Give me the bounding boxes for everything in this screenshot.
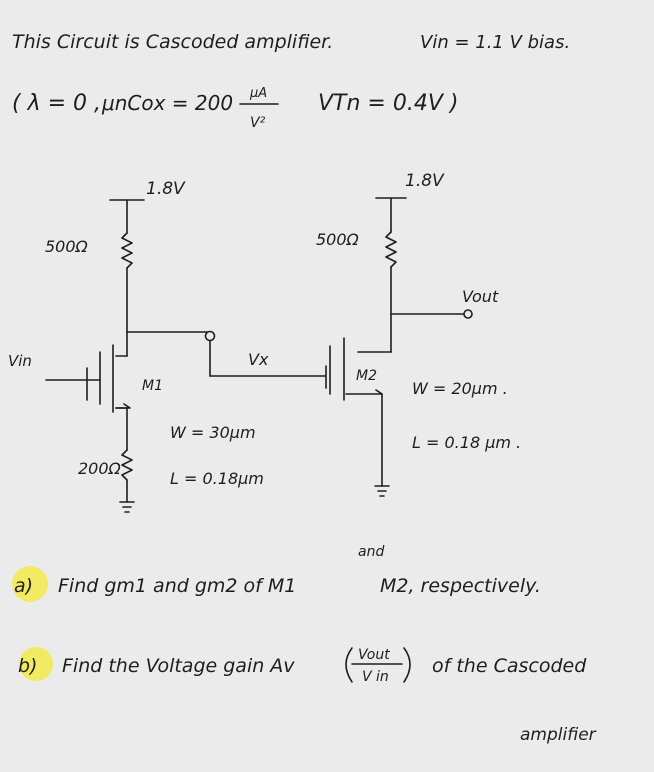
m2-source-arrow (345, 389, 383, 395)
m2-length: L = 0.18 μm . (412, 433, 521, 452)
m1-length: L = 0.18μm (170, 469, 264, 488)
mun-unit-numerator: μA (249, 86, 267, 101)
rd2-label: 500Ω (316, 230, 360, 249)
question-b-tail-2: amplifier (520, 725, 597, 745)
vin-label: Vin (8, 352, 32, 370)
vx-node (204, 330, 216, 342)
resistor-rd2 (385, 231, 397, 268)
vout-label: Vout (462, 287, 499, 306)
m2-width: W = 20μm . (412, 379, 508, 398)
gain-numerator: Vout (358, 647, 390, 663)
resistor-rs1 (121, 449, 133, 481)
question-b-text: Find the Voltage gain Av (62, 655, 295, 677)
paren-left (345, 647, 353, 683)
question-a-tail: M2, respectively. (380, 575, 541, 597)
question-a-marker: a) (14, 575, 33, 597)
rs1-label: 200Ω (78, 459, 122, 478)
vx-label: Vx (248, 350, 269, 369)
question-a-and: and (358, 544, 384, 560)
question-b-tail: of the Cascoded (432, 655, 587, 677)
m2-label: M2 (356, 368, 377, 384)
question-a-text: Find gm1 and gm2 of M1 (58, 575, 296, 597)
m1-width: W = 30μm (170, 423, 256, 442)
resistor-rd1 (121, 232, 133, 269)
vout-node (463, 309, 473, 319)
m1-source-arrow (115, 403, 131, 409)
mun-unit-denominator: V² (250, 115, 266, 131)
mun-cox-param: μnCox = 200 (101, 91, 233, 115)
vdd-label-m1: 1.8V (146, 179, 186, 199)
intro-line: This Circuit is Cascoded amplifier. (12, 31, 333, 53)
vdd-label-m2: 1.8V (405, 171, 445, 191)
highlight-a (12, 566, 48, 602)
question-b-marker: b) (18, 655, 37, 677)
paren-right (403, 647, 411, 683)
vtn-param: VTn = 0.4V ) (318, 91, 458, 116)
rd1-label: 500Ω (45, 237, 89, 256)
gain-denominator: V in (362, 669, 389, 685)
lambda-param: ( λ = 0 , (12, 91, 101, 116)
m1-label: M1 (142, 378, 163, 394)
highlight-b (19, 647, 53, 681)
vin-bias-note: Vin = 1.1 V bias. (420, 32, 570, 53)
